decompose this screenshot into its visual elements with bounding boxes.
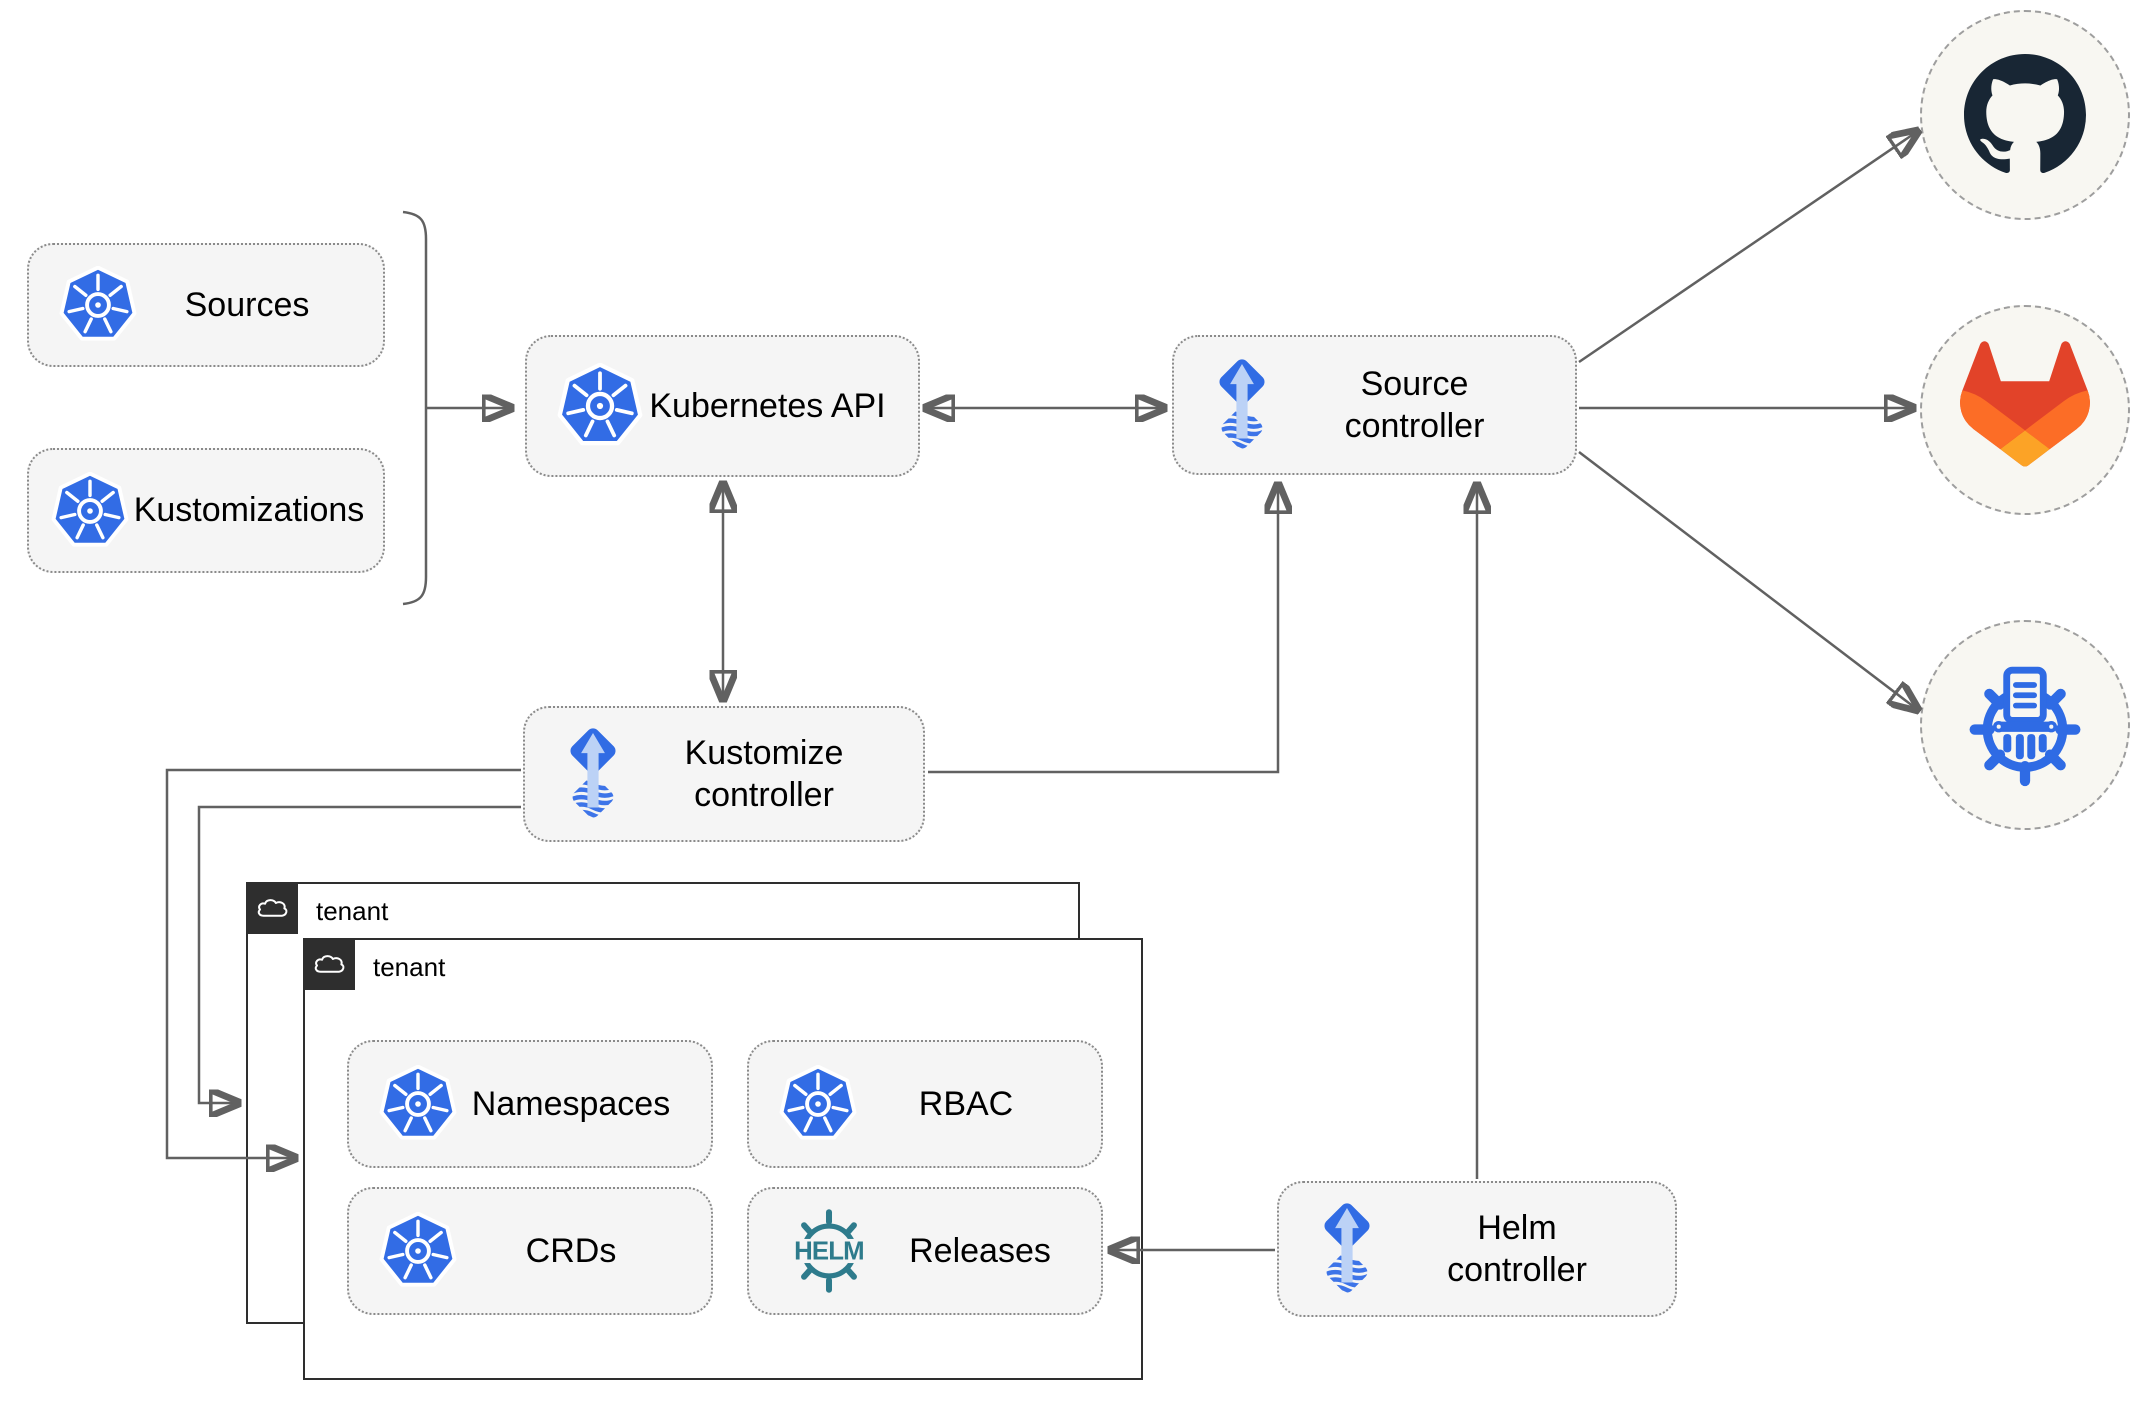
cloud-icon [257,899,288,917]
node-helm-controller: Helm controller [1277,1181,1677,1317]
node-source-controller-label: Source controller [1344,364,1485,446]
helm-icon: HELM [773,1208,885,1294]
node-kubernetes-api: Kubernetes API [525,335,920,477]
tenant-badge [246,882,298,934]
flux-icon [1309,1197,1385,1301]
node-rbac: RBAC [747,1040,1103,1168]
node-source-controller: Source controller [1172,335,1577,475]
kubernetes-icon [59,266,137,344]
node-releases: HELM Releases [747,1187,1103,1315]
tenant-badge [303,938,355,990]
external-gitlab-circle [1920,305,2130,515]
tenant-label: tenant [373,952,446,982]
external-chartmuseum-circle [1920,620,2130,830]
node-kustomize-controller-label: Kustomize controller [684,733,844,815]
node-kustomize-controller: Kustomize controller [523,706,925,842]
node-sources-label: Sources [184,285,310,324]
connector-kustomize-to-source-controller [928,484,1278,774]
kubernetes-icon [557,363,643,449]
node-releases-label: Releases [909,1231,1051,1270]
chartmuseum-icon [1969,666,2081,787]
node-rbac-label: RBAC [918,1084,1014,1123]
node-namespaces-label: Namespaces [471,1084,671,1123]
github-icon [1964,54,2086,173]
node-namespaces: Namespaces [347,1040,713,1168]
node-kubernetes-api-label: Kubernetes API [649,386,886,425]
kubernetes-icon [379,1212,457,1290]
tenant-label: tenant [316,896,389,926]
cloud-icon [314,955,345,973]
node-crds-label: CRDs [525,1231,617,1270]
node-kustomizations: Kustomizations [27,448,385,573]
connector-source-to-github [1578,131,1918,364]
node-helm-controller-label: Helm controller [1447,1208,1587,1290]
flux-icon [1204,353,1280,457]
connector-source-to-chartmuseum [1578,451,1918,710]
kubernetes-icon [379,1065,457,1143]
bracket-sources-kustomizations [402,210,428,606]
kubernetes-icon [51,471,129,550]
node-sources: Sources [27,243,385,367]
helm-logo-text: HELM [794,1238,864,1266]
external-github-circle [1920,10,2130,220]
flux-icon [555,722,631,826]
node-crds: CRDs [347,1187,713,1315]
node-kustomizations-label: Kustomizations [133,491,365,530]
gitlab-icon [1960,341,2090,467]
kubernetes-icon [779,1065,857,1143]
